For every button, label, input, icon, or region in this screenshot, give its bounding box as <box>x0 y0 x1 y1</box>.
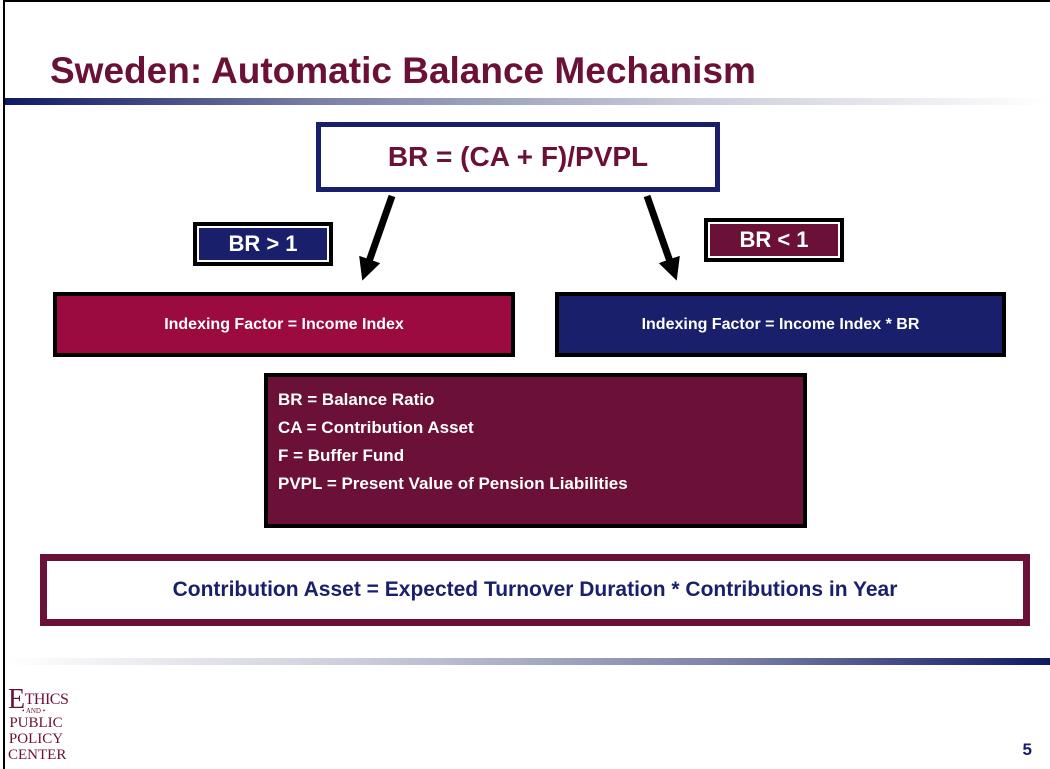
result-income-index: Indexing Factor = Income Index <box>53 292 515 357</box>
definition-ca: CA = Contribution Asset <box>278 418 474 437</box>
ethics-public-policy-center-logo: ETHICS • AND • PUBLIC POLICY CENTER <box>8 684 69 763</box>
result-income-index-br: Indexing Factor = Income Index * BR <box>555 292 1006 357</box>
footer-divider <box>5 658 1050 665</box>
balance-ratio-formula: BR = (CA + F)/PVPL <box>316 122 720 192</box>
slide-title: Sweden: Automatic Balance Mechanism <box>50 50 756 91</box>
arrow-right <box>643 194 680 281</box>
condition-br-greater: BR > 1 <box>193 222 333 266</box>
condition-br-less: BR < 1 <box>704 218 844 262</box>
definition-pvpl: PVPL = Present Value of Pension Liabilit… <box>278 474 628 493</box>
definition-f: F = Buffer Fund <box>278 446 405 465</box>
slide-frame <box>3 0 1050 769</box>
contribution-asset-formula: Contribution Asset = Expected Turnover D… <box>40 554 1030 626</box>
page-number: 5 <box>1022 740 1032 759</box>
arrow-left <box>359 194 396 281</box>
definition-br: BR = Balance Ratio <box>278 390 435 409</box>
definitions-box: BR = Balance Ratio CA = Contribution Ass… <box>264 373 807 528</box>
